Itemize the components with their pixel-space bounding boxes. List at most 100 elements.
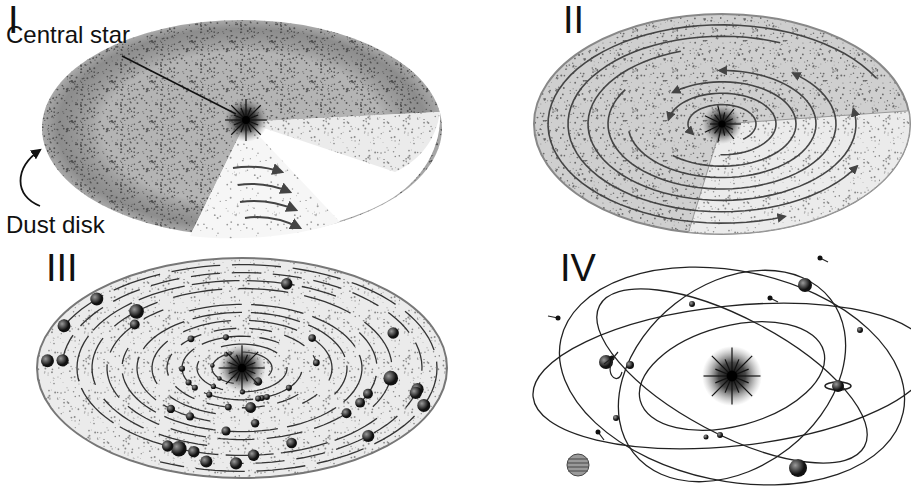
- rotation-arrow: [233, 167, 282, 172]
- star-core: [718, 120, 725, 127]
- planetesimal: [211, 384, 216, 389]
- dust-disk: [37, 258, 447, 478]
- planetesimal: [342, 408, 352, 418]
- planetesimal: [410, 387, 422, 399]
- pointer-arrow: [21, 150, 41, 206]
- dust-ring: [107, 310, 377, 440]
- planetesimal: [264, 394, 270, 400]
- dust-ring: [197, 344, 287, 392]
- planetesimal: [417, 399, 430, 412]
- planetesimal: [90, 293, 103, 306]
- star-glow: [224, 98, 268, 142]
- spiral-flow-arrow: [629, 70, 816, 177]
- dust-ring: [167, 328, 316, 407]
- dust-ring: [77, 281, 377, 456]
- planetesimal: [248, 450, 259, 461]
- panel-numeral: III: [46, 248, 78, 290]
- planetesimal: [225, 404, 232, 411]
- planet: [789, 459, 807, 477]
- planetesimal: [245, 402, 256, 413]
- planetesimal: [308, 334, 316, 342]
- planet-band: [568, 470, 588, 471]
- planetesimal: [58, 319, 71, 332]
- moon-orbit: [610, 352, 622, 379]
- orbit: [627, 303, 836, 449]
- planetesimal: [363, 389, 373, 399]
- leader-line: [122, 56, 236, 114]
- planetesimal: [387, 327, 398, 338]
- planetesimal: [186, 412, 194, 420]
- star-glow: [218, 344, 266, 392]
- planet: [689, 301, 695, 307]
- planetesimal: [41, 354, 54, 367]
- planetesimal: [56, 354, 68, 366]
- orbit: [572, 254, 891, 491]
- panel-two: [534, 14, 910, 234]
- orbit: [539, 237, 911, 491]
- planetesimal: [129, 304, 144, 319]
- planetesimal: [223, 334, 229, 340]
- planetesimal: [251, 419, 259, 427]
- star-glow: [702, 104, 742, 144]
- dust-ring: [182, 336, 302, 400]
- panel-numeral: II: [563, 0, 584, 42]
- moon: [556, 316, 561, 321]
- planet: [613, 415, 619, 421]
- planetesimal: [362, 430, 374, 442]
- dust-ring: [62, 273, 422, 464]
- planetesimal: [200, 455, 212, 467]
- spiral-flow-arrow: [568, 36, 857, 212]
- orbit: [526, 285, 911, 466]
- planetesimal: [192, 385, 198, 391]
- planet: [704, 435, 709, 440]
- dust-ring: [92, 289, 392, 446]
- planetesimal: [188, 335, 195, 342]
- orbit: [577, 227, 887, 491]
- rotation-arrow: [240, 201, 296, 210]
- star-core: [238, 364, 247, 373]
- planetesimal: [286, 385, 292, 391]
- dust-ring: [64, 265, 437, 472]
- moon: [596, 430, 601, 435]
- planetesimal: [188, 446, 199, 457]
- planet-band: [568, 462, 588, 463]
- callout-label: Dust disk: [6, 212, 105, 238]
- planet-band: [568, 458, 588, 459]
- planetesimal: [281, 278, 292, 289]
- panel-three: [37, 258, 447, 478]
- star-glow: [702, 346, 762, 406]
- planetesimal: [206, 392, 212, 398]
- panel-one: [21, 20, 443, 238]
- spiral-flow-arrow: [548, 25, 876, 223]
- planet: [717, 432, 723, 438]
- star-core: [727, 371, 738, 382]
- dust-disk: [534, 14, 910, 234]
- callout-label: Central star: [6, 22, 130, 48]
- dust-ring: [152, 320, 332, 413]
- planet: [857, 327, 863, 333]
- rotation-arrow: [238, 184, 290, 192]
- star-core: [242, 116, 250, 124]
- planet-band: [568, 466, 588, 467]
- planetesimal: [179, 366, 185, 372]
- planetesimal: [255, 396, 261, 402]
- spiral-flow-arrow: [608, 73, 836, 189]
- planet: [626, 361, 634, 369]
- dust-ring: [122, 304, 362, 431]
- planetesimal: [162, 440, 173, 451]
- moon: [768, 296, 773, 301]
- planetesimal: [230, 457, 242, 469]
- disk-section-face: [190, 122, 340, 238]
- panel-four: [526, 227, 911, 491]
- planetesimal: [171, 441, 186, 456]
- planetesimal: [383, 371, 398, 386]
- moon: [818, 256, 823, 261]
- planetesimal: [130, 320, 140, 330]
- planetesimal: [167, 405, 175, 413]
- gas-planet: [567, 454, 589, 476]
- panel-numeral: IV: [560, 248, 596, 290]
- planetesimal: [355, 398, 365, 408]
- planetesimal: [210, 363, 215, 368]
- planetesimal: [221, 426, 230, 435]
